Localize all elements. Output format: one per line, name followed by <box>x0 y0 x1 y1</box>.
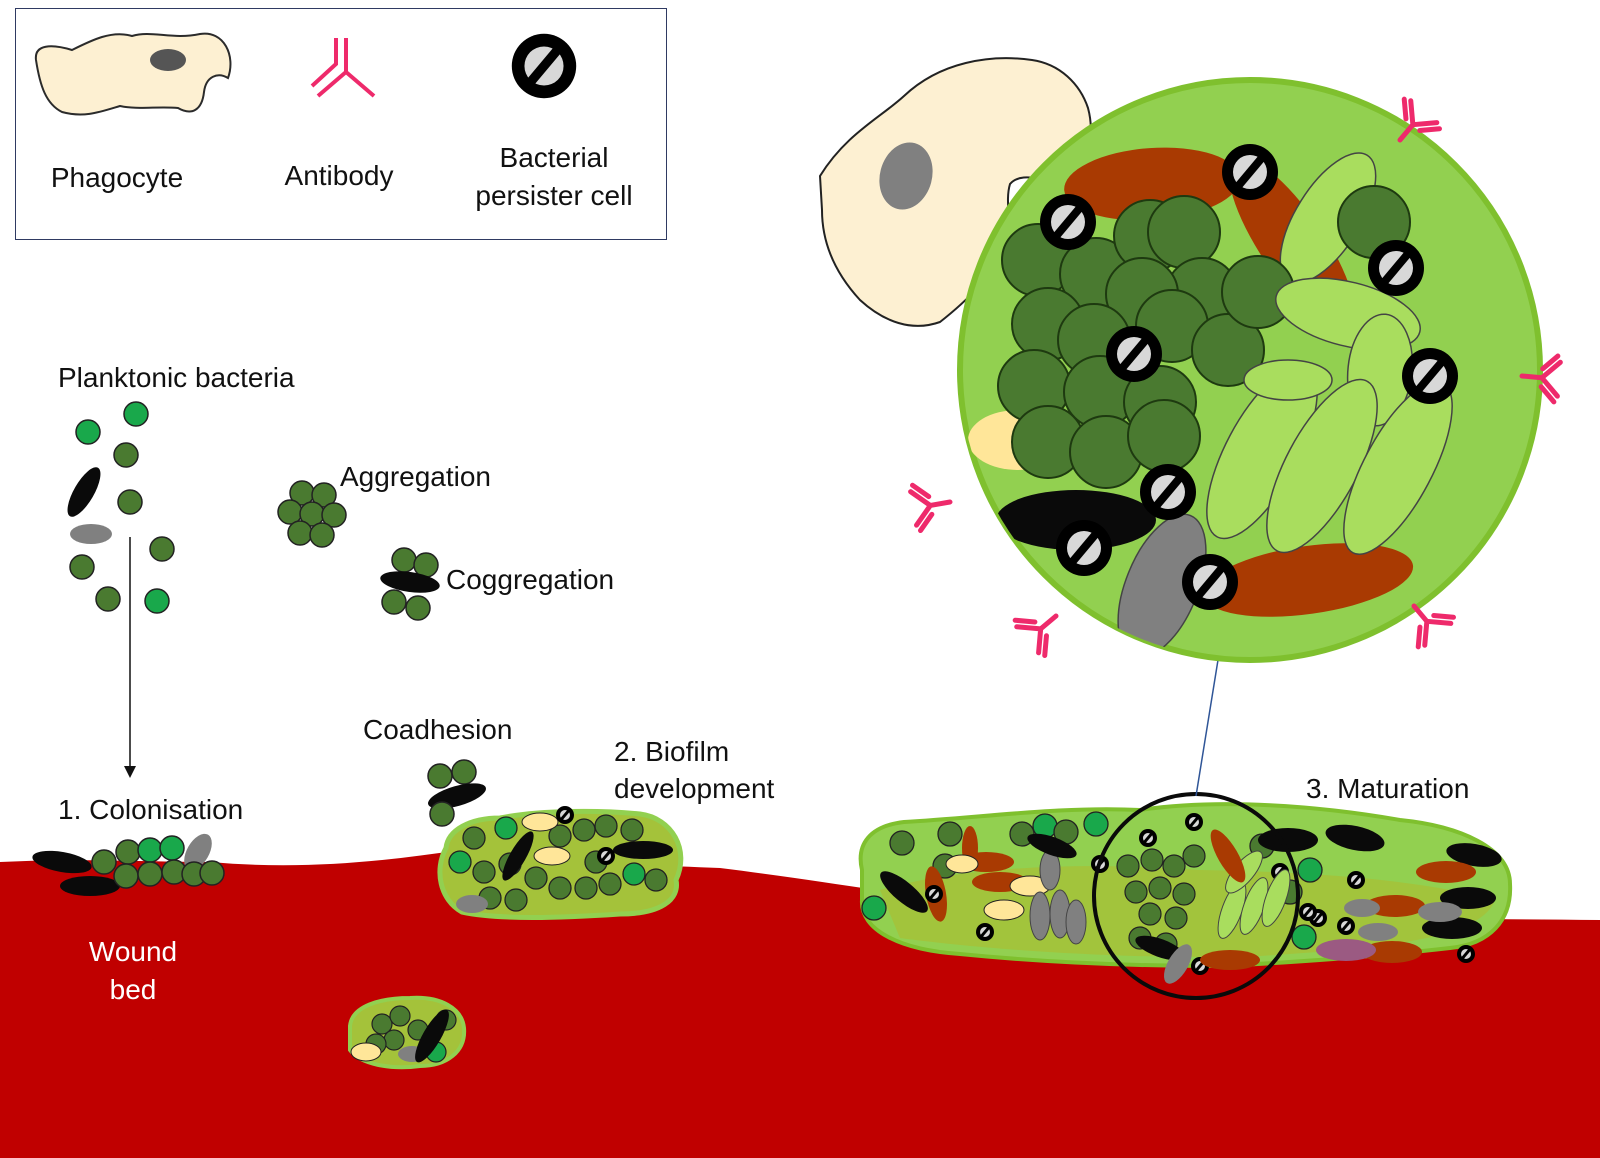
zoom-connector-line <box>1195 659 1219 797</box>
biofilm-development-label-2: development <box>614 773 775 804</box>
wound-bed-label-1: Wound <box>88 936 178 967</box>
legend-persister-label-2: persister cell <box>475 180 633 211</box>
colonisation-label: 1. Colonisation <box>58 794 244 825</box>
mature-biofilm <box>858 802 1513 984</box>
coadhesion-label: Coadhesion <box>363 714 513 745</box>
legend-phagocyte-label: Phagocyte <box>50 162 184 193</box>
biofilm-development-label-1: 2. Biofilm <box>614 736 730 767</box>
persister-cell <box>1182 554 1238 610</box>
coaggregation-label: Coggregation <box>446 564 615 595</box>
coaggregation-cluster <box>380 547 440 621</box>
legend <box>15 8 667 240</box>
planktonic-bacteria <box>67 401 175 614</box>
aggregation-label: Aggregation <box>340 461 492 492</box>
antibody-legend-icon <box>310 38 376 98</box>
colonisation-cluster <box>32 833 225 896</box>
zoomed-biofilm <box>957 77 1543 663</box>
persister-cell <box>1140 464 1196 520</box>
coadhesion-cluster <box>427 759 486 827</box>
legend-antibody-label: Antibody <box>284 160 394 191</box>
biofilm-development-patch <box>437 806 684 920</box>
wound-bed-label-2: bed <box>109 974 157 1005</box>
detached-biofilm-fragment <box>348 995 467 1070</box>
persister-cell <box>1040 194 1096 250</box>
persister-cell <box>1056 520 1112 576</box>
persister-cell <box>1402 348 1458 404</box>
planktonic-label: Planktonic bacteria <box>58 362 295 393</box>
persister-cell <box>1368 240 1424 296</box>
maturation-label: 3. Maturation <box>1306 773 1470 804</box>
phagocyte-legend-icon <box>34 32 232 116</box>
persister-cell <box>1222 144 1278 200</box>
legend-persister-label-1: Bacterial <box>499 142 609 173</box>
aggregation-cluster <box>277 480 347 548</box>
persister-cell <box>1106 326 1162 382</box>
